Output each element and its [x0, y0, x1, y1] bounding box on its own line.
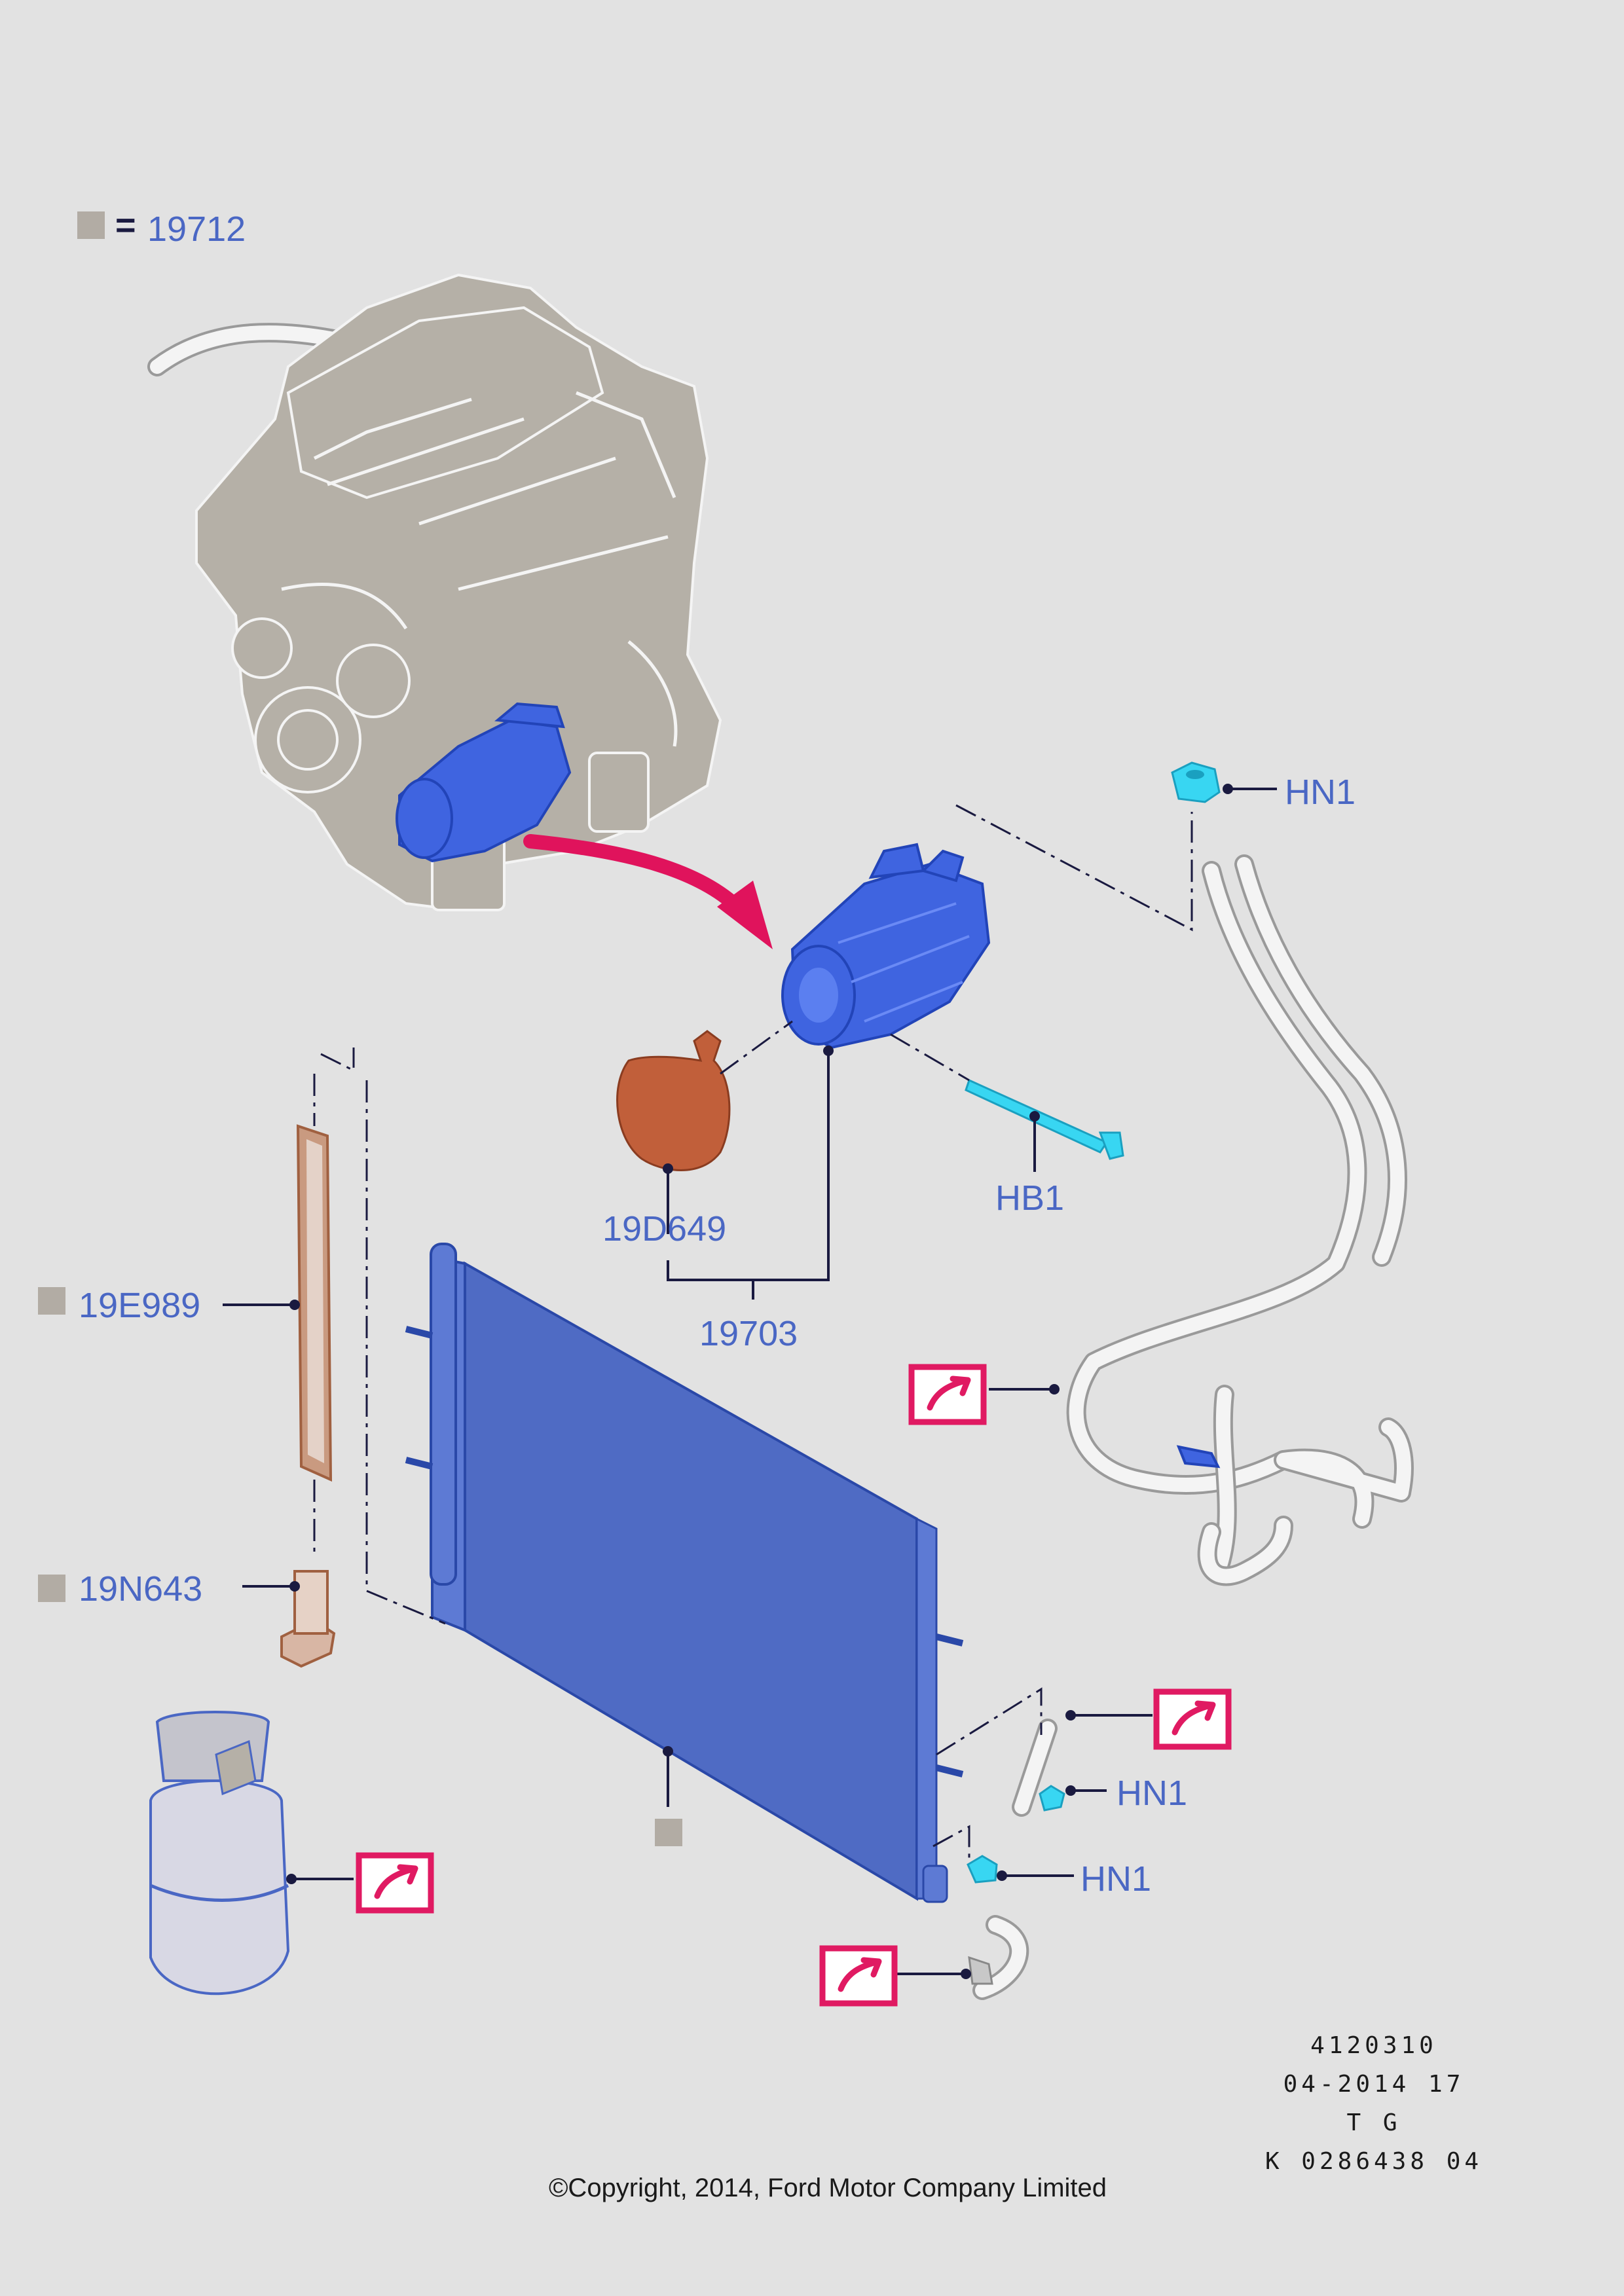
- link-button-condenser-fitting[interactable]: [1153, 1688, 1232, 1750]
- callout-hb1: HB1: [995, 1178, 1064, 1218]
- refrigerant-cylinder: [149, 1711, 290, 1995]
- callout-hn1-mid: HN1: [1116, 1774, 1187, 1813]
- callout-hn1-top: HN1: [1285, 773, 1356, 812]
- legend-label: 19712: [147, 210, 246, 249]
- callout-19703: 19703: [699, 1314, 798, 1353]
- code-line-2: 04-2014 17: [1283, 2071, 1465, 2098]
- ac-compressor-19703: [781, 843, 991, 1049]
- link-arrow-icon: [838, 1957, 882, 1992]
- dryer-element-19e989: [296, 1124, 333, 1482]
- nut-hn1-top: [1171, 761, 1221, 803]
- plug-19n643: [280, 1570, 336, 1668]
- condenser: [405, 1243, 964, 1903]
- link-button-lower-pipe[interactable]: [819, 1945, 898, 2007]
- legend: = 19712: [77, 206, 246, 249]
- lower-fittings: [967, 1719, 1065, 2000]
- link-arrow-icon: [1172, 1700, 1216, 1736]
- link-arrow-icon: [374, 1864, 418, 1899]
- legend-swatch: [77, 211, 105, 239]
- link-button-refrigerant-cylinder[interactable]: [356, 1852, 434, 1914]
- assembly-lines: [313, 804, 1193, 1859]
- relocation-arrow: [523, 834, 773, 949]
- leader-lines: [223, 784, 1277, 1979]
- bolt-hb1: [965, 1078, 1124, 1160]
- condenser-swatch: [655, 1819, 682, 1846]
- code-line-3: T G: [1346, 2109, 1401, 2136]
- callout-labels: HN1 HB1 19D649 19703 19E989 19N643 HN1 H…: [38, 773, 1356, 1899]
- code-line-1: 4120310: [1310, 2032, 1437, 2059]
- code-line-4: K 0286438 04: [1265, 2148, 1483, 2175]
- callout-19e989: 19E989: [79, 1286, 200, 1325]
- engine-illustration: [147, 273, 722, 912]
- illustration-codes: 4120310 04-2014 17 T G K 0286438 04: [1265, 2032, 1483, 2175]
- callout-19e989-swatch: [38, 1287, 65, 1315]
- legend-equals: =: [115, 206, 136, 245]
- link-button-refrigerant-lines[interactable]: [908, 1364, 987, 1425]
- compressor-clutch-19d649: [616, 1030, 731, 1171]
- link-arrow-icon: [927, 1376, 971, 1411]
- callout-19n643: 19N643: [79, 1569, 202, 1609]
- callout-19d649: 19D649: [602, 1209, 726, 1248]
- copyright: ©Copyright, 2014, Ford Motor Company Lim…: [549, 2174, 1107, 2202]
- callout-hn1-low: HN1: [1080, 1859, 1151, 1899]
- callout-19n643-swatch: [38, 1575, 65, 1602]
- refrigerant-lines: [1066, 854, 1414, 1586]
